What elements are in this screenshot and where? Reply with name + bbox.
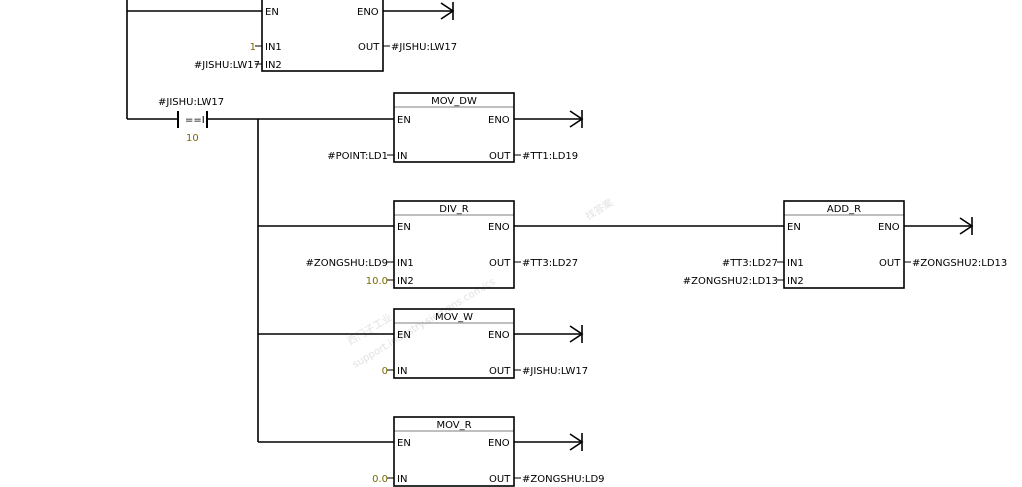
div-r-out-value: #TT3:LD27	[522, 258, 578, 269]
div-r-en-label: EN	[397, 222, 411, 233]
mov-w-in-value: 0	[382, 366, 388, 377]
add-r-title: ADD_R	[827, 204, 861, 215]
mov-r-out-label: OUT	[489, 474, 511, 485]
div-r-out-label: OUT	[489, 258, 511, 269]
mov-dw-title: MOV_DW	[431, 96, 477, 107]
add-r-in2-value: #ZONGSHU2:LD13	[683, 276, 778, 287]
compare-symbol: ==I	[185, 115, 205, 126]
mov-r-out-value: #ZONGSHU:LD9	[522, 474, 605, 485]
add-r-block[interactable]: ADD_R EN ENO IN1 IN2 OUT #TT3:LD27 #ZONG…	[683, 200, 1008, 289]
watermark-slogan: 找答案	[583, 196, 615, 223]
mov-w-title: MOV_W	[435, 312, 473, 323]
add-r-en-label: EN	[787, 222, 801, 233]
mov-w-block[interactable]: MOV_W EN ENO IN OUT 0 #JISHU:LW17	[382, 308, 588, 379]
top-function-block[interactable]: EN ENO IN1 IN2 OUT 1 #JISHU:LW17 #JISHU:…	[194, 0, 457, 72]
compare-constant: 10	[186, 133, 199, 144]
div-r-in2-label: IN2	[397, 276, 414, 287]
top-eno-label: ENO	[357, 7, 379, 18]
top-in2-value: #JISHU:LW17	[194, 60, 260, 71]
mov-r-eno-label: ENO	[488, 438, 510, 449]
compare-operand: #JISHU:LW17	[158, 97, 224, 108]
mov-w-en-label: EN	[397, 330, 411, 341]
mov-r-in-label: IN	[397, 474, 407, 485]
top-out-label: OUT	[358, 42, 380, 53]
div-r-title: DIV_R	[439, 204, 468, 215]
mov-w-in-label: IN	[397, 366, 407, 377]
mov-dw-out-label: OUT	[489, 151, 511, 162]
mov-dw-in-label: IN	[397, 151, 407, 162]
add-r-out-label: OUT	[879, 258, 901, 269]
compare-contact[interactable]: #JISHU:LW17 ==I 10	[158, 97, 224, 144]
mov-w-out-value: #JISHU:LW17	[522, 366, 588, 377]
mov-w-eno-label: ENO	[488, 330, 510, 341]
add-r-eno-label: ENO	[878, 222, 900, 233]
top-in1-label: IN1	[265, 42, 282, 53]
mov-r-title: MOV_R	[436, 420, 471, 431]
add-r-out-value: #ZONGSHU2:LD13	[912, 258, 1007, 269]
add-r-in2-label: IN2	[787, 276, 804, 287]
div-r-in1-value: #ZONGSHU:LD9	[305, 258, 388, 269]
top-en-label: EN	[265, 7, 279, 18]
add-r-in1-value: #TT3:LD27	[722, 258, 778, 269]
top-out-value: #JISHU:LW17	[391, 42, 457, 53]
top-in2-label: IN2	[265, 60, 282, 71]
mov-r-block[interactable]: MOV_R EN ENO IN OUT 0.0 #ZONGSHU:LD9	[372, 416, 605, 487]
div-r-block[interactable]: DIV_R EN ENO IN1 IN2 OUT #ZONGSHU:LD9 10…	[305, 200, 578, 289]
mov-r-in-value: 0.0	[372, 474, 388, 485]
top-in1-value: 1	[250, 42, 256, 53]
wires	[126, 0, 784, 443]
div-r-in1-label: IN1	[397, 258, 414, 269]
div-r-eno-label: ENO	[488, 222, 510, 233]
mov-dw-block[interactable]: MOV_DW EN ENO IN OUT #POINT:LD1 #TT1:LD1…	[327, 92, 584, 163]
mov-r-en-label: EN	[397, 438, 411, 449]
mov-dw-en-label: EN	[397, 115, 411, 126]
div-r-in2-value: 10.0	[366, 276, 388, 287]
mov-dw-out-value: #TT1:LD19	[522, 151, 578, 162]
mov-w-out-label: OUT	[489, 366, 511, 377]
mov-dw-eno-label: ENO	[488, 115, 510, 126]
add-r-in1-label: IN1	[787, 258, 804, 269]
mov-dw-in-value: #POINT:LD1	[327, 151, 388, 162]
